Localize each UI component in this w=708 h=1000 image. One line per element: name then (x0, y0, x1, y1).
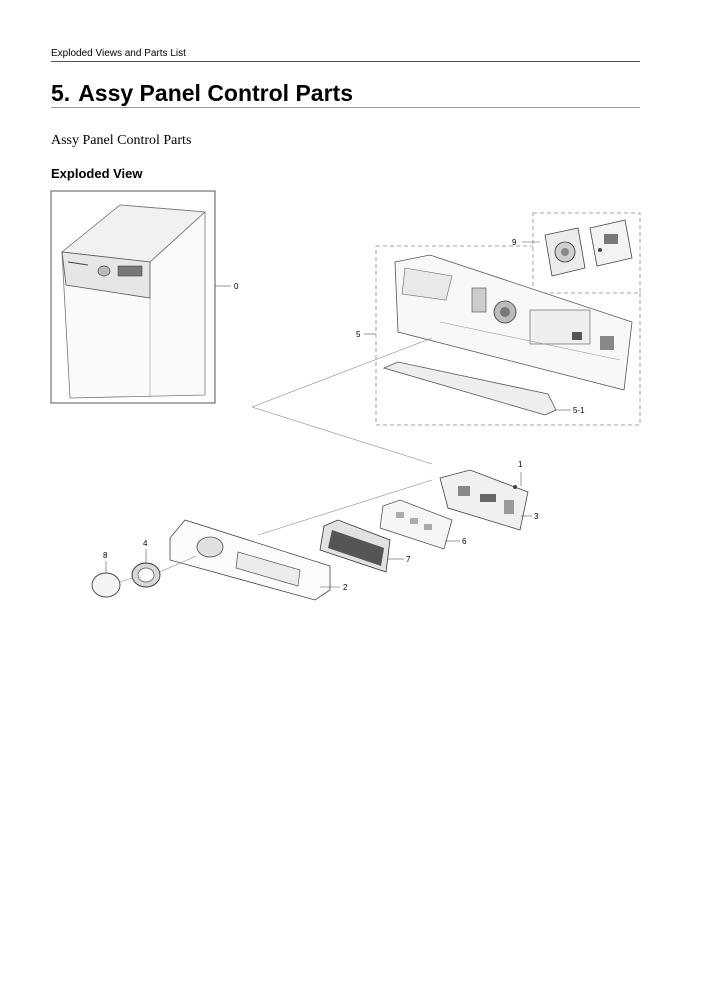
callout-9: 9 (512, 238, 517, 247)
control-panel-frame-illustration (382, 254, 633, 416)
callout-7: 7 (406, 555, 411, 564)
callout-5-1: 5-1 (573, 406, 585, 415)
section-number: 5. (51, 80, 71, 106)
main-pcb-illustration (439, 469, 529, 531)
callout-3: 3 (534, 512, 539, 521)
knob-ring-illustration (131, 562, 161, 588)
callout-4: 4 (143, 539, 148, 548)
callout-2: 2 (343, 583, 348, 592)
section-title: 5. Assy Panel Control Parts (51, 80, 640, 108)
callout-6: 6 (462, 537, 467, 546)
callout-0: 0 (234, 282, 239, 291)
control-panel-cover-illustration (169, 519, 331, 601)
sub-heading-exploded-view: Exploded View (51, 166, 143, 181)
display-window-illustration (319, 519, 391, 573)
pcb-module-illustration (544, 219, 633, 277)
callout-8: 8 (103, 551, 108, 560)
knob-cap-illustration (91, 572, 121, 598)
overview-washer-illustration (50, 190, 216, 404)
callout-1: 1 (518, 460, 523, 469)
callout-5: 5 (356, 330, 361, 339)
subtitle: Assy Panel Control Parts (51, 133, 192, 148)
section-title-text: Assy Panel Control Parts (78, 80, 353, 106)
running-head: Exploded Views and Parts List (51, 48, 640, 62)
button-board-illustration (379, 499, 453, 550)
